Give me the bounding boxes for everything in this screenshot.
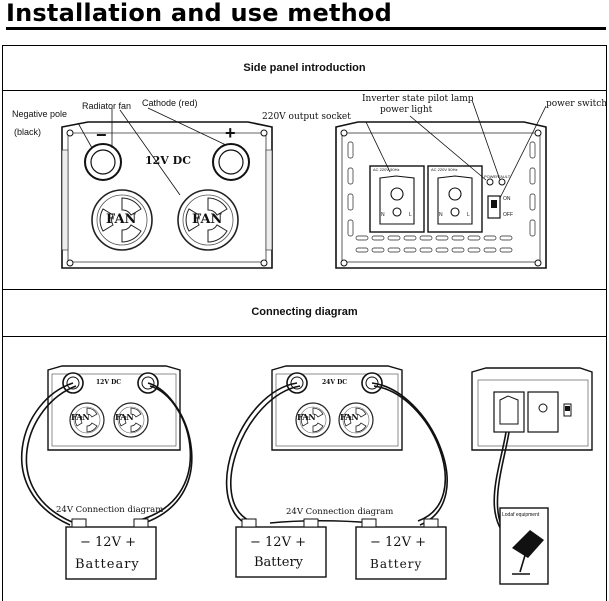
cables: [20, 382, 519, 550]
socket-right-neutral: N: [439, 212, 443, 218]
dc-voltage-label: 12V DC: [145, 154, 191, 167]
battery-2-polarity: − 12V +: [250, 535, 306, 550]
radiator-fan-label: Radiator fan: [82, 101, 132, 111]
ac-socket-right: [427, 165, 483, 233]
power-light-label: power light: [380, 105, 433, 115]
switch-on-mark: ON: [503, 196, 511, 202]
state-pilot-lamp: [498, 178, 506, 186]
power-mark: POWER: [484, 174, 500, 179]
pilot-lamp-label: Inverter state pilot lamp: [362, 94, 474, 104]
socket-right-line: L: [467, 212, 470, 218]
diagram-frame: Side panel introduction Connecting diagr…: [2, 45, 607, 601]
fan-label-right: FAN: [192, 212, 223, 227]
section-header-connecting: Connecting diagram: [3, 289, 606, 337]
battery-3: [355, 518, 447, 580]
small-fan-label-1: FAN: [71, 412, 90, 422]
switch-off-mark: OFF: [503, 212, 513, 218]
negative-sign: −: [96, 125, 107, 145]
output-socket-label: 220V output socket: [262, 112, 351, 122]
fan-label-left: FAN: [106, 212, 137, 227]
page-heading: Installation and use method: [6, 0, 606, 30]
negative-pole-label: Negative pole: [12, 109, 68, 119]
power-switch-label: power switch: [546, 99, 608, 109]
socket-right-marking: AC 220V 50Hz: [431, 167, 458, 172]
battery-2-name: Battery: [254, 555, 304, 570]
socket-left-neutral: N: [381, 212, 385, 218]
battery-1-name: Batteary: [75, 557, 140, 572]
positive-terminal: [212, 143, 250, 181]
inverter-12v-voltage: 12V DC: [96, 379, 122, 386]
conn-24v-mid-label: 24V Connection diagram: [286, 507, 394, 517]
small-fan-label-2: FAN: [115, 412, 134, 422]
small-fan-label-3: FAN: [297, 412, 316, 422]
ac-panel: [335, 99, 547, 269]
battery-1-polarity: − 12V +: [80, 535, 136, 550]
small-fan-label-4: FAN: [340, 412, 359, 422]
section-header-side-panel: Side panel introduction: [3, 46, 606, 91]
battery-2: [235, 518, 327, 578]
inverter-ac: [471, 367, 593, 451]
socket-left-marking: AC 220V 50Hz: [373, 167, 400, 172]
page-title: Installation and use method: [6, 0, 392, 27]
dc-panel: [61, 107, 273, 269]
battery-3-polarity: − 12V +: [370, 535, 426, 550]
conn-24v-left-label: 24V Connection diagram: [56, 505, 164, 515]
negative-terminal: [84, 143, 122, 181]
power-light: [486, 178, 494, 186]
inverter-12v: [47, 365, 181, 451]
load-equipment: [499, 507, 549, 585]
battery-1: [65, 518, 157, 580]
battery-3-name: Battery: [370, 557, 423, 571]
negative-color-label: (black): [14, 127, 42, 137]
positive-sign: +: [225, 123, 236, 143]
load-equipment-label: Lodaf equipment: [502, 512, 540, 518]
socket-left-line: L: [409, 212, 412, 218]
cathode-label: Cathode (red): [142, 98, 198, 108]
inverter-24v-voltage: 24V DC: [322, 379, 348, 386]
fault-mark: FAULT: [498, 174, 511, 179]
ac-socket-left: [369, 165, 425, 233]
